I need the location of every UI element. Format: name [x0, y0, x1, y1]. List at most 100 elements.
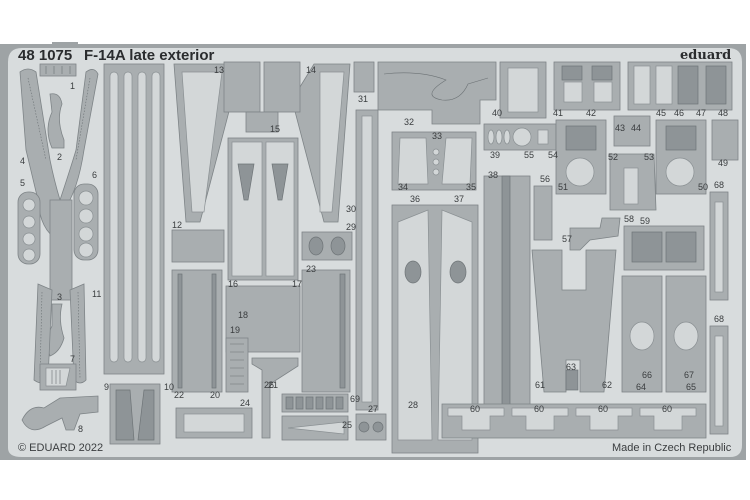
part-label: 60 [470, 404, 480, 414]
part-label: 69 [350, 394, 360, 404]
part-label: 60 [598, 404, 608, 414]
part-25 [281, 415, 349, 441]
part-label: 17 [292, 279, 302, 289]
part-61-62 [531, 249, 617, 393]
product-number: 48 1075 [18, 47, 72, 64]
part-14 [263, 61, 351, 223]
part-label: 42 [586, 108, 596, 118]
part-label: 41 [553, 108, 563, 118]
part-label: 56 [540, 174, 550, 184]
part-label: 66 [642, 370, 652, 380]
part-label: 44 [631, 123, 641, 133]
part-64-67 [621, 275, 707, 393]
part-27 [355, 413, 387, 441]
part-label: 20 [210, 390, 220, 400]
part-label: 12 [172, 220, 182, 230]
part-label: 52 [608, 152, 618, 162]
part-label: 54 [548, 150, 558, 160]
part-label: 32 [404, 117, 414, 127]
part-5 [17, 191, 41, 265]
product-name: F-14A late exterior [84, 47, 214, 64]
part-1 [39, 63, 77, 77]
part-60 [441, 403, 707, 439]
part-24 [175, 407, 253, 439]
origin-label: Made in Czech Republic [612, 442, 732, 454]
part-26 [251, 357, 299, 439]
part-label: 68 [714, 180, 724, 190]
part-label: 26 [264, 380, 274, 390]
part-11-strips [103, 63, 165, 375]
part-41-42 [553, 61, 621, 111]
part-label: 67 [684, 370, 694, 380]
part-label: 40 [492, 108, 502, 118]
part-19 [225, 337, 249, 393]
part-23 [301, 269, 351, 393]
part-label: 27 [368, 404, 378, 414]
brand-logo: eduard [680, 48, 731, 63]
part-label: 49 [718, 158, 728, 168]
part-label: 31 [358, 94, 368, 104]
part-label: 29 [346, 222, 356, 232]
part-32 [377, 61, 497, 125]
part-label: 58 [624, 214, 634, 224]
part-52-53-58 [609, 153, 657, 211]
part-label: 43 [615, 123, 625, 133]
part-9-10 [109, 383, 161, 445]
part-label: 22 [174, 390, 184, 400]
part-31 [353, 61, 375, 93]
part-label: 48 [718, 108, 728, 118]
part-label: 25 [342, 420, 352, 430]
part-label: 3 [57, 292, 62, 302]
part-45-48 [627, 61, 733, 111]
part-2 [47, 93, 65, 149]
part-68 [709, 191, 729, 435]
part-29 [301, 231, 353, 261]
part-label: 47 [696, 108, 706, 118]
part-label: 15 [270, 124, 280, 134]
part-38 [483, 175, 531, 427]
part-7 [39, 363, 77, 391]
part-label: 62 [602, 380, 612, 390]
part-label: 63 [566, 362, 576, 372]
part-57 [569, 217, 621, 251]
part-label: 6 [92, 170, 97, 180]
part-label: 46 [674, 108, 684, 118]
part-21-69 [281, 393, 349, 413]
part-label: 60 [662, 404, 672, 414]
part-51 [555, 119, 607, 195]
part-label: 8 [78, 424, 83, 434]
part-50 [655, 119, 707, 195]
part-label: 33 [432, 131, 442, 141]
part-label: 35 [466, 182, 476, 192]
part-label: 45 [656, 108, 666, 118]
part-label: 13 [214, 65, 224, 75]
part-label: 24 [240, 398, 250, 408]
part-40 [499, 61, 547, 119]
part-30 [355, 109, 379, 411]
part-label: 19 [230, 325, 240, 335]
part-label: 64 [636, 382, 646, 392]
part-59 [623, 225, 705, 271]
part-label: 36 [410, 194, 420, 204]
part-label: 59 [640, 216, 650, 226]
part-4 [19, 68, 99, 301]
part-label: 34 [398, 182, 408, 192]
part-label: 14 [306, 65, 316, 75]
part-label: 38 [488, 170, 498, 180]
part-label: 16 [228, 279, 238, 289]
part-label: 61 [535, 380, 545, 390]
part-label: 11 [92, 289, 101, 299]
part-label: 30 [346, 204, 356, 214]
part-label: 10 [164, 382, 174, 392]
copyright: © EDUARD 2022 [18, 442, 103, 454]
part-label: 68 [714, 314, 724, 324]
part-34-35 [391, 131, 477, 191]
part-39-55-54 [483, 123, 557, 151]
part-49 [711, 119, 739, 161]
part-6 [73, 183, 99, 261]
part-label: 4 [20, 156, 25, 166]
part-label: 9 [104, 382, 109, 392]
part-15 [245, 111, 279, 133]
